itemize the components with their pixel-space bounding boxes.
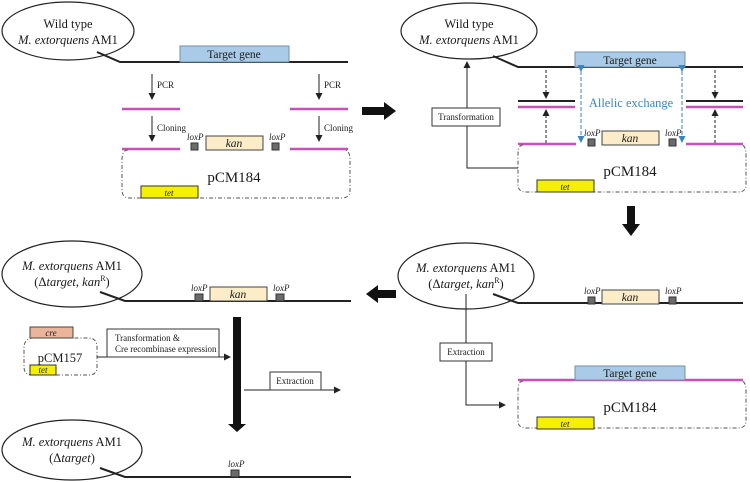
step-arrow-left — [366, 285, 396, 303]
kan-label: kan — [622, 133, 639, 145]
tet-cassette — [140, 185, 199, 199]
loxp-site-right — [271, 142, 280, 151]
organism-label-line1: Wild type — [444, 17, 494, 31]
organism-label-line2: M. extorquens AM1 — [418, 33, 519, 47]
kan-label: kan — [230, 289, 247, 301]
transformation-label-line2: Cre recombinase expression — [115, 344, 217, 354]
plasmid-label: pCM157 — [38, 351, 82, 365]
mutant-ellipse — [1, 240, 143, 308]
tet-cassette — [29, 364, 57, 376]
panel-mid-right: M. extorquens AM1 (Δtarget, kanR) loxP k… — [397, 242, 747, 430]
chromosome-line — [492, 293, 743, 304]
plasmid-outline — [517, 380, 747, 429]
organism-label-line1: M. extorquens AM1 — [21, 435, 122, 449]
tet-cassette — [536, 179, 595, 193]
loxp-label-right: loxP — [269, 132, 286, 142]
step-arrow-right — [362, 102, 396, 120]
tet-label: tet — [39, 365, 48, 375]
transformation-label: Transformation — [438, 112, 494, 122]
organism-label-line2: M. extorquens AM1 — [17, 33, 118, 47]
target-gene-box — [574, 365, 686, 381]
tet-label: tet — [165, 188, 174, 198]
transformation-box — [106, 328, 220, 358]
extraction-box — [269, 371, 322, 391]
organism-label-line2: (Δtarget) — [49, 451, 95, 465]
kan-cassette — [601, 130, 660, 146]
transformation-box — [431, 107, 501, 127]
wildtype-ellipse — [400, 2, 538, 60]
target-gene-label: Target gene — [603, 55, 657, 67]
kan-cassette — [601, 289, 660, 305]
organism-label-line2: (Δtarget, kanR) — [428, 276, 503, 291]
tet-cassette — [536, 416, 595, 430]
transformation-label-line1: Transformation & — [115, 333, 180, 343]
wildtype-ellipse — [1, 1, 135, 61]
panel-bottom-left: M. extorquens AM1 (Δtarget) loxP — [1, 419, 351, 481]
extraction-label: Extraction — [447, 347, 485, 357]
loxp-label: loxP — [228, 459, 245, 469]
plasmid-label: pCM184 — [207, 170, 261, 186]
cre-label: cre — [45, 328, 56, 338]
tet-label: tet — [561, 182, 570, 192]
cre-cassette — [29, 326, 74, 339]
pcr-label-left: PCR — [157, 80, 174, 90]
loxp-site-left — [587, 138, 596, 147]
allelic-exchange-label: Allelic exchange — [589, 96, 674, 110]
step-arrow-down — [622, 206, 640, 236]
loxp-site-right — [275, 293, 285, 302]
cloning-label-left: Cloning — [157, 123, 187, 133]
plasmid-outline — [517, 144, 747, 193]
loxp-site-right — [668, 296, 677, 305]
step-arrow-down — [228, 317, 246, 432]
kan-label: kan — [226, 138, 243, 150]
organism-label-line1: M. extorquens AM1 — [415, 261, 516, 275]
loxp-site-right — [668, 138, 677, 147]
cloning-label-right: Cloning — [324, 123, 354, 133]
plasmid-outline — [23, 337, 98, 376]
panel-mid-left: M. extorquens AM1 (Δtarget, kanR) loxP k… — [1, 240, 351, 432]
loxp-label-right: loxP — [665, 128, 682, 138]
loxp-site — [230, 469, 240, 478]
kan-label: kan — [622, 292, 639, 304]
extraction-arrow — [465, 294, 506, 409]
loxp-label-right: loxP — [273, 283, 290, 293]
loxp-site-left — [190, 142, 199, 151]
organism-label-line1: Wild type — [43, 17, 93, 31]
plasmid-label: pCM184 — [603, 400, 657, 416]
pcr-label-right: PCR — [324, 80, 341, 90]
organism-label-line1: M. extorquens AM1 — [21, 259, 122, 273]
final-strain-ellipse — [1, 419, 143, 481]
target-gene-box — [179, 45, 290, 63]
organism-label-line2: (Δtarget, kanR) — [34, 274, 109, 289]
loxp-site-left — [194, 293, 204, 302]
extraction-box — [439, 342, 493, 362]
extraction-label: Extraction — [276, 376, 314, 386]
plasmid-outline — [121, 149, 351, 199]
loxp-label-right: loxP — [665, 286, 682, 296]
loxp-label-left: loxP — [584, 128, 601, 138]
chromosome-line — [99, 467, 351, 478]
loxp-label-left: loxP — [187, 132, 204, 142]
target-gene-box — [574, 51, 686, 68]
panel-top-right: Wild type M. extorquens AM1 Target gene … — [400, 2, 747, 193]
tet-label: tet — [561, 419, 570, 429]
loxp-label-left: loxP — [584, 286, 601, 296]
panel-top-left: Wild type M. extorquens AM1 Target gene … — [1, 1, 354, 199]
plasmid-label: pCM184 — [603, 164, 657, 180]
loxp-label-left: loxP — [191, 283, 208, 293]
target-gene-label: Target gene — [603, 368, 657, 380]
kan-cassette — [209, 286, 268, 302]
kan-cassette — [205, 135, 264, 151]
target-gene-label: Target gene — [207, 49, 261, 61]
loxp-site-left — [587, 296, 596, 305]
transformation-arrow — [463, 61, 518, 169]
